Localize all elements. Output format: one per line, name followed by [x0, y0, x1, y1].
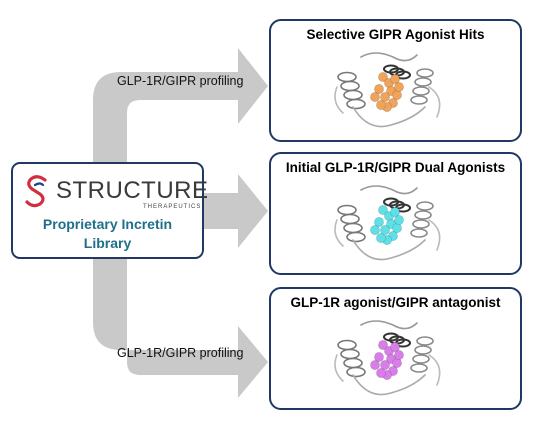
logo-s-icon [25, 175, 47, 208]
top-arrow-label: GLP-1R/GIPR profiling [117, 74, 244, 88]
panel-title: Initial GLP-1R/GIPR Dual Agonists [285, 160, 506, 175]
arrow-middle [204, 174, 268, 248]
logo-tagline: THERAPEUTICS [143, 204, 202, 210]
panel-agonist-antagonist: GLP-1R agonist/GIPR antagonist [269, 287, 522, 410]
library-box: STRUCTURE THERAPEUTICS Proprietary Incre… [11, 162, 208, 259]
logo-wordmark: STRUCTURE [56, 177, 209, 204]
bottom-arrow-label: GLP-1R/GIPR profiling [117, 346, 244, 360]
panel-dual-agonists: Initial GLP-1R/GIPR Dual Agonists [269, 152, 522, 275]
panel-title: GLP-1R agonist/GIPR antagonist [290, 295, 501, 310]
protein-structure-image [334, 52, 441, 128]
protein-structure-image [334, 320, 441, 396]
arrow-bottom [93, 259, 268, 398]
protein-structure-image [334, 185, 441, 261]
library-title-line2: Library [83, 235, 132, 251]
panel-title: Selective GIPR Agonist Hits [306, 27, 485, 42]
arrow-top [93, 48, 268, 162]
panel-selective-gipr: Selective GIPR Agonist Hits [269, 19, 522, 142]
library-title-line1: Proprietary Incretin [42, 216, 173, 232]
